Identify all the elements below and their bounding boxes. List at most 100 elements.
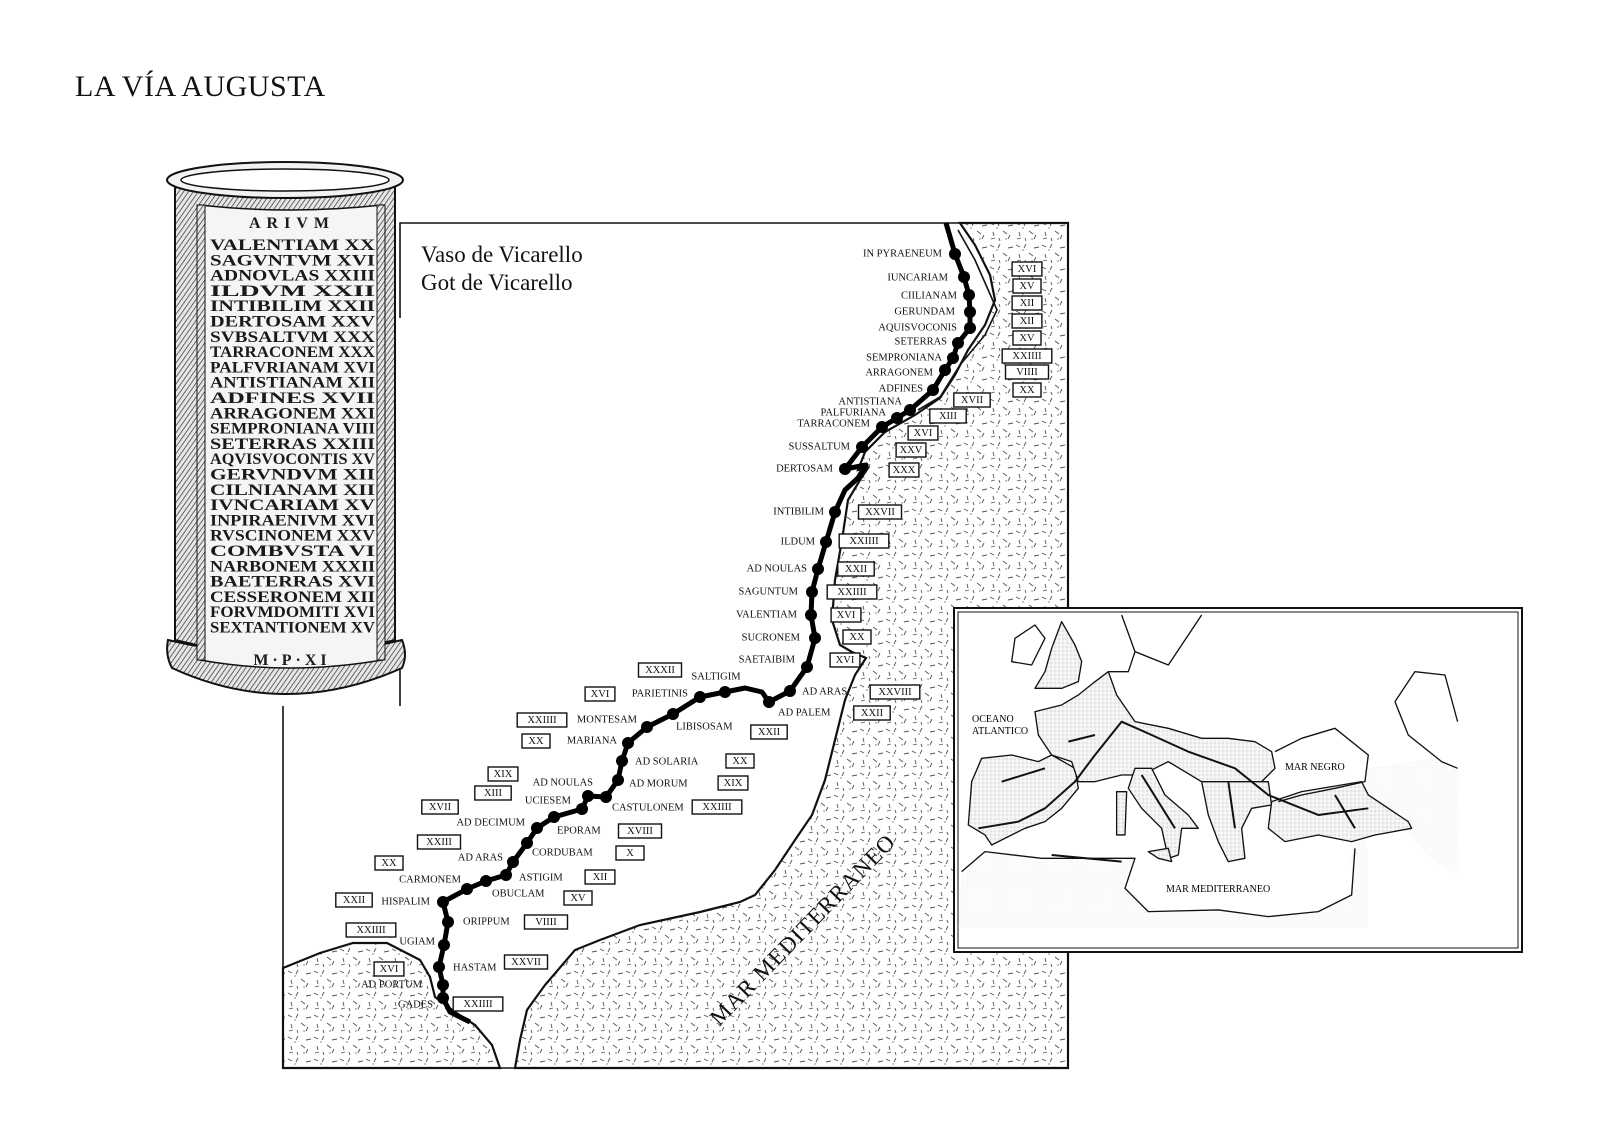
station-label: ADFINES: [879, 383, 923, 394]
milestone-value: XXIIII: [1012, 351, 1042, 362]
station-label: CORDUBAM: [532, 847, 593, 858]
station-dot: [442, 916, 454, 928]
inscription-line: SAGVNTVM XVI: [210, 252, 375, 269]
milestone-box: XII: [1011, 313, 1043, 329]
inscription-line: TARRACONEM XXX: [210, 344, 375, 361]
station-dot: [521, 837, 533, 849]
station-dot: [437, 992, 449, 1004]
milestone-box: XXIIII: [452, 996, 504, 1012]
station-dot: [801, 661, 813, 673]
coastline: [917, 229, 998, 411]
station-label: AD NOULAS: [747, 563, 808, 574]
inset-label-atlantico: ATLANTICO: [972, 726, 1028, 737]
station-label: DERTOSAM: [776, 463, 834, 474]
milestone-value: XXVII: [511, 957, 541, 968]
station-label: ORIPPUM: [463, 916, 510, 927]
inscription-line: FORVMDOMITI XVI: [210, 604, 375, 621]
milestone-box: XXII: [837, 561, 875, 577]
milestone-value: XXX: [893, 465, 916, 476]
station-dot: [820, 536, 832, 548]
station-label: SUCRONEM: [742, 632, 801, 643]
station-label: AD ARAS: [458, 852, 503, 863]
milestone-box: XX: [521, 733, 551, 749]
milestone-box: XXXII: [637, 662, 683, 678]
milestone-value: XXIIII: [527, 715, 557, 726]
milestone-box: XX: [725, 753, 755, 769]
milestone-box: XXIIII: [838, 533, 890, 549]
station-dot: [806, 586, 818, 598]
milestone-box: XIII: [474, 785, 512, 801]
station-label: AD ARAS: [802, 686, 847, 697]
inscription-line: SEXTANTIONEM XV: [210, 620, 375, 637]
inscription-line: PALFVRIANAM XVI: [210, 359, 375, 376]
milestone-value: XV: [1019, 333, 1035, 344]
milestone-value: XIII: [484, 788, 503, 799]
milestone-box: XX: [1012, 382, 1042, 398]
station-label: CASTULONEM: [612, 802, 684, 813]
milestone-box: XVIII: [617, 823, 663, 839]
milestone-box: XVI: [829, 652, 861, 668]
milestone-box: XXIIII: [516, 712, 568, 728]
station-dot: [805, 609, 817, 621]
milestone-value: XX: [1019, 385, 1035, 396]
station-label: ANTISTIANA: [838, 396, 902, 407]
station-label: MONTESAM: [577, 714, 638, 725]
milestone-box: XX: [842, 629, 872, 645]
station-dot: [576, 803, 588, 815]
milestone-value: XV: [570, 893, 586, 904]
milestone-value: XVI: [837, 610, 856, 621]
milestone-box: XXIII: [416, 834, 462, 850]
station-dot: [507, 856, 519, 868]
milestone-value: XII: [593, 872, 608, 883]
milestone-value: XVIII: [627, 826, 653, 837]
station-label: SUSSALTUM: [789, 441, 851, 452]
station-dot: [947, 352, 959, 364]
station-dot: [763, 696, 775, 708]
milestone-box: XXIIII: [345, 922, 397, 938]
milestone-value: XXIIII: [849, 536, 879, 547]
inscription-line: DERTOSAM XXV: [210, 314, 376, 331]
milestone-box: XVI: [1011, 261, 1043, 277]
inscription-line: CILNIANAM XII: [210, 482, 375, 499]
milestone-value: XXVII: [865, 507, 895, 518]
milestone-value: XIX: [494, 769, 513, 780]
milestone-box: XX: [374, 855, 404, 871]
station-label: UGIAM: [399, 936, 435, 947]
station-label: ASTIGIM: [519, 872, 563, 883]
station-label: MARIANA: [567, 735, 618, 746]
inscription-header: ARIVM: [249, 215, 335, 232]
station-dot: [641, 721, 653, 733]
station-label: ILDUM: [781, 536, 816, 547]
inscription-line: SETERRAS XXIII: [210, 436, 375, 453]
milestone-value: XVI: [836, 655, 855, 666]
milestone-box: VIIII: [523, 914, 569, 930]
station-dot: [809, 632, 821, 644]
station-dot: [963, 289, 975, 301]
station-label: AQUISVOCONIS: [878, 322, 957, 333]
inscription-line: GERVNDVM XII: [210, 467, 375, 484]
milestone-box: XXVIII: [869, 684, 921, 700]
station-label: UCIESEM: [525, 795, 572, 806]
station-dot: [856, 441, 868, 453]
station-label: IN PYRAENEUM: [863, 248, 943, 259]
milestone-value: XX: [849, 632, 865, 643]
station-label: AD DECIMUM: [456, 817, 525, 828]
inscription-line: INPIRAENIVM XVI: [210, 512, 375, 529]
station-dot: [461, 883, 473, 895]
milestone-value: XXV: [900, 445, 923, 456]
station-dot: [600, 791, 612, 803]
station-dot: [667, 708, 679, 720]
vase-label-spanish: Vaso de Vicarello: [421, 242, 583, 267]
page-title: LA VÍA AUGUSTA: [75, 70, 326, 103]
station-label: CARMONEM: [399, 874, 462, 885]
milestone-box: XXIIII: [1001, 348, 1053, 364]
station-label: VALENTIAM: [736, 609, 798, 620]
milestone-box: X: [615, 845, 645, 861]
milestone-value: XVII: [429, 802, 452, 813]
station-dot: [612, 774, 624, 786]
milestone-box: XV: [1012, 278, 1042, 294]
station-dot: [964, 322, 976, 334]
inscription-line: NARBONEM XXXII: [210, 558, 375, 575]
vase-label-catalan: Got de Vicarello: [421, 270, 572, 295]
